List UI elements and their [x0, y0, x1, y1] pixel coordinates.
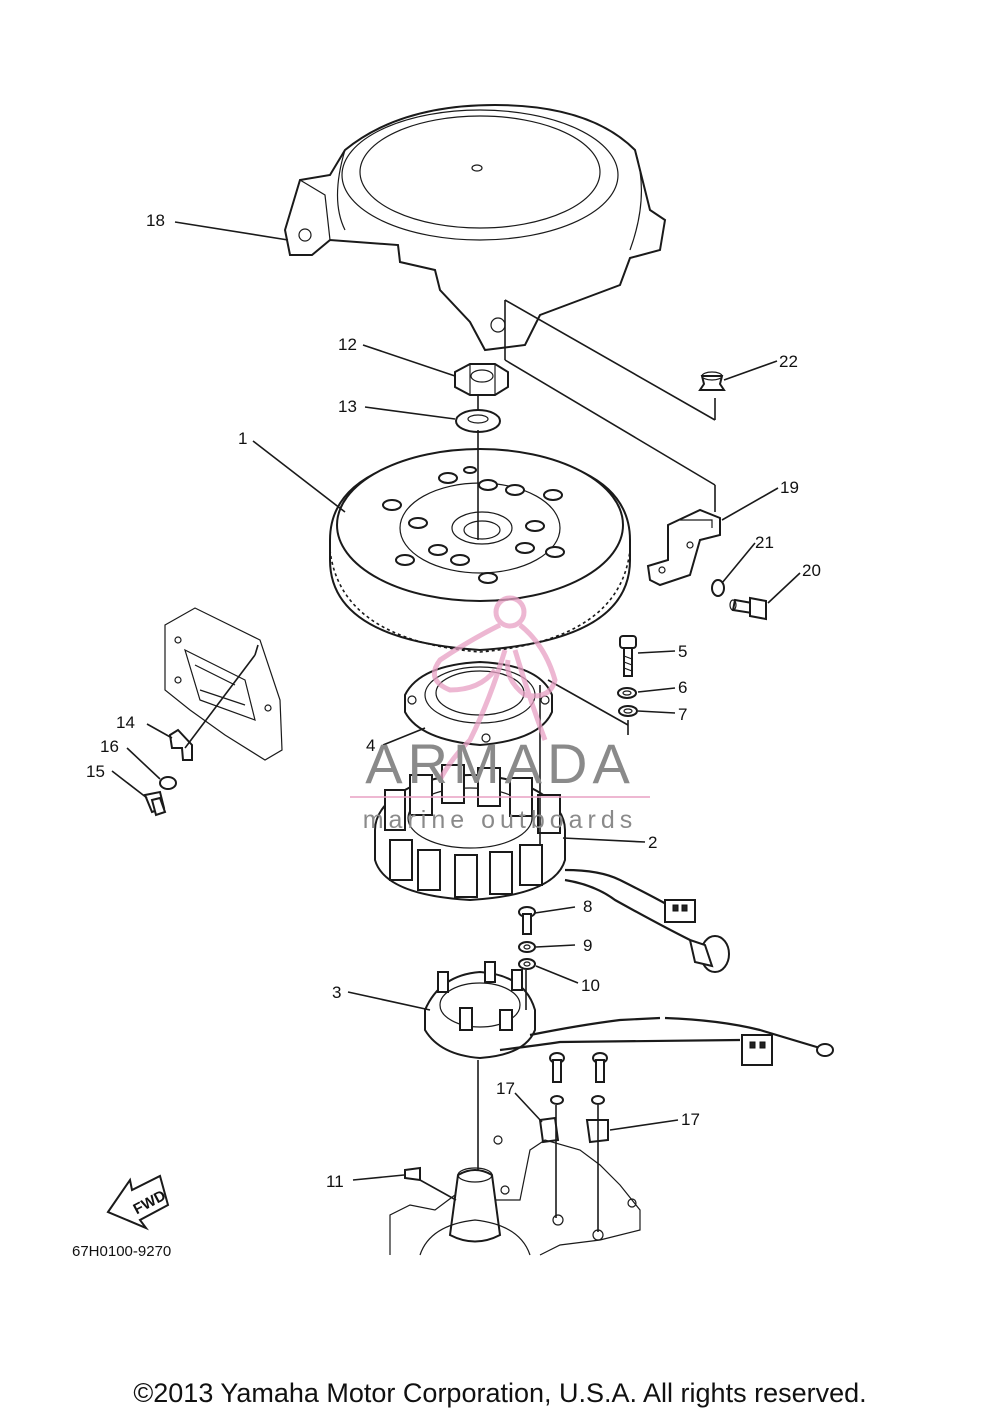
callout-5: 5	[678, 642, 687, 661]
callout-18: 18	[146, 211, 165, 230]
callout-6: 6	[678, 678, 687, 697]
callout-11: 11	[326, 1172, 344, 1191]
callout-8: 8	[583, 897, 592, 916]
callout-7: 7	[678, 705, 687, 724]
callout-1: 1	[238, 429, 247, 448]
callout-9: 9	[583, 936, 592, 955]
bolt-20-part	[729, 596, 767, 621]
copyright-notice: ©2013 Yamaha Motor Corporation, U.S.A. A…	[133, 1378, 867, 1408]
washer-7-part	[618, 705, 638, 717]
spring-washer-6-part	[617, 687, 637, 699]
assembly-guide-lines	[184, 299, 716, 1232]
bracket-part	[646, 508, 721, 587]
flywheel-nut-part	[454, 363, 509, 396]
flywheel-cover-part	[283, 103, 667, 352]
armada-watermark: ARMADA marine outboards	[350, 595, 650, 834]
washer-9-part	[518, 941, 536, 953]
callout-12: 12	[338, 335, 357, 354]
callout-13: 13	[338, 397, 357, 416]
woodruff-key-part	[404, 1166, 421, 1182]
callout-17-right: 17	[681, 1110, 700, 1129]
callout-15: 15	[86, 762, 105, 781]
callout-16: 16	[100, 737, 119, 756]
callout-20: 20	[802, 561, 821, 580]
grommet-part	[698, 371, 726, 391]
flywheel-magneto-part	[329, 448, 631, 653]
stator-coil-part	[374, 764, 730, 973]
callout-22: 22	[779, 352, 798, 371]
watermark-brand: ARMADA	[365, 732, 635, 795]
callout-14: 14	[116, 713, 135, 732]
callout-labels: 18 12 13 1 22 19 21 20 5 6 7 4 2 14 16 1…	[86, 211, 821, 1191]
watermark-tagline: marine outboards	[363, 806, 638, 834]
callout-19: 19	[780, 478, 799, 497]
flywheel-washer-part	[455, 409, 501, 433]
leader-lines	[111, 221, 801, 1201]
pulser-coil-part	[424, 961, 834, 1066]
callout-21: 21	[755, 533, 774, 552]
callout-3: 3	[332, 983, 341, 1002]
clip-14-part	[168, 728, 193, 761]
bolt-5-part	[619, 635, 637, 677]
diagram-code: 67H0100-9270	[72, 1243, 171, 1260]
bolt-15-part	[143, 790, 167, 817]
screw-8-part	[518, 906, 536, 935]
washer-10-part	[518, 958, 536, 970]
callout-4: 4	[366, 736, 375, 755]
fwd-direction-arrow: FWD	[106, 1174, 170, 1231]
bolt-17-part	[549, 1052, 608, 1105]
washer-21-part	[711, 579, 725, 597]
watermark-logo-mark	[431, 595, 558, 782]
crankcase-outline	[389, 1135, 641, 1256]
washer-16-part	[159, 776, 177, 790]
callout-10: 10	[581, 976, 600, 995]
callout-2: 2	[648, 833, 657, 852]
callout-17-left: 17	[496, 1079, 515, 1098]
